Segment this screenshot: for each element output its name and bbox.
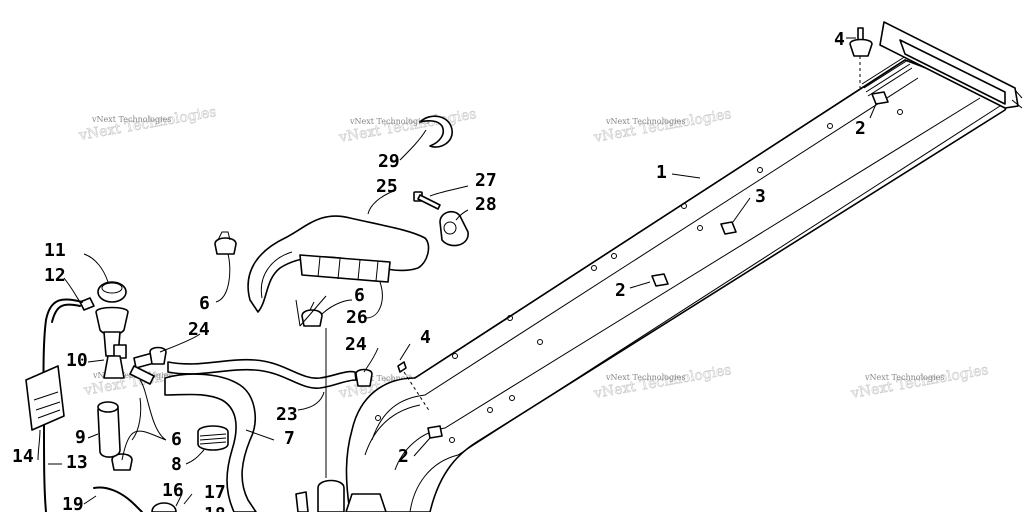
clamp-29 bbox=[419, 115, 453, 148]
clip-2-middle bbox=[651, 273, 669, 287]
callout-17: 17 bbox=[204, 482, 226, 503]
hose-26-leader bbox=[295, 295, 327, 327]
callout-8: 8 bbox=[171, 454, 182, 475]
hose-7 bbox=[164, 373, 257, 512]
lower-fittings bbox=[295, 479, 387, 512]
watermark-outline-1: vNext Technologies bbox=[77, 104, 218, 144]
watermark-outline-2: vNext Technologies bbox=[337, 106, 478, 146]
watermark-text-3: vNext Technologies bbox=[605, 117, 685, 126]
callout-10: 10 bbox=[66, 350, 88, 371]
clip-2-lower bbox=[427, 425, 443, 439]
hose-clamp-6-top bbox=[214, 231, 237, 255]
pipe-23 bbox=[167, 358, 357, 389]
callout-14: 14 bbox=[12, 446, 34, 467]
watermark-text-8: vNext Technologies bbox=[864, 373, 944, 382]
callout-23: 23 bbox=[276, 404, 298, 425]
callout-7: 7 bbox=[284, 428, 295, 449]
callout-25: 25 bbox=[376, 176, 398, 197]
callout-3: 3 bbox=[755, 186, 766, 207]
screw-4-upper bbox=[849, 27, 873, 88]
fitting-16 bbox=[151, 502, 177, 512]
watermark-text-7: vNext Technologies bbox=[605, 373, 685, 382]
watermark-text-6: vNext Technologies bbox=[349, 374, 429, 383]
callout-4-upper: 4 bbox=[834, 29, 845, 50]
callout-6-mid: 6 bbox=[354, 285, 365, 306]
leader-lines bbox=[37, 37, 877, 507]
watermark-1: vNext Technologies vNext Technologies bbox=[77, 104, 218, 145]
callout-6-low: 6 bbox=[171, 429, 182, 450]
p-clamp-28 bbox=[439, 210, 469, 247]
callout-13: 13 bbox=[66, 452, 88, 473]
callout-24-left: 24 bbox=[188, 319, 210, 340]
clip-3 bbox=[720, 221, 737, 235]
fitting-12 bbox=[79, 297, 95, 311]
rivet-holes bbox=[375, 109, 903, 443]
spring-clamp-8 bbox=[197, 425, 229, 451]
bolt-27 bbox=[413, 191, 441, 210]
callout-12: 12 bbox=[44, 265, 66, 286]
cap-11 bbox=[97, 281, 127, 303]
hose-19 bbox=[93, 486, 143, 512]
watermark-outline-8: vNext Technologies bbox=[849, 362, 990, 402]
callout-16: 16 bbox=[162, 480, 184, 501]
clamp-24-right bbox=[355, 368, 373, 387]
watermark-outline-3: vNext Technologies bbox=[592, 106, 733, 146]
hose-9 bbox=[97, 401, 121, 458]
screw-4-lower bbox=[397, 361, 431, 413]
callout-9: 9 bbox=[75, 427, 86, 448]
hose-25 bbox=[247, 215, 430, 313]
callout-6-top: 6 bbox=[199, 293, 210, 314]
watermark-text-1: vNext Technologies bbox=[91, 115, 171, 124]
heat-exchanger bbox=[345, 21, 1023, 512]
watermark-3: vNext Technologies vNext Technologies bbox=[592, 106, 733, 147]
callout-2-middle: 2 bbox=[615, 280, 626, 301]
callout-2-upper: 2 bbox=[855, 118, 866, 139]
callout-2-lower: 2 bbox=[398, 446, 409, 467]
watermark-outline-7: vNext Technologies bbox=[592, 362, 733, 402]
callout-24-right: 24 bbox=[345, 334, 367, 355]
decal-14 bbox=[25, 365, 65, 431]
watermark-7: vNext Technologies vNext Technologies bbox=[592, 362, 733, 403]
hose-clamp-6-mid bbox=[301, 301, 323, 327]
callout-1: 1 bbox=[656, 162, 667, 183]
callout-18: 18 bbox=[204, 504, 226, 512]
callout-27: 27 bbox=[475, 170, 497, 191]
callout-4-lower: 4 bbox=[420, 327, 431, 348]
callout-19: 19 bbox=[62, 494, 84, 512]
callout-28: 28 bbox=[475, 194, 497, 215]
callout-29: 29 bbox=[378, 151, 400, 172]
callout-26: 26 bbox=[346, 307, 368, 328]
watermark-2: vNext Technologies vNext Technologies bbox=[337, 106, 478, 147]
clamp-24-left bbox=[149, 346, 167, 365]
watermark-8: vNext Technologies vNext Technologies bbox=[849, 362, 990, 403]
callouts: 1 2 2 2 3 4 4 6 6 6 7 8 9 10 11 12 13 14… bbox=[12, 29, 866, 512]
clip-2-upper bbox=[871, 91, 889, 105]
watermark-text-2: vNext Technologies bbox=[349, 117, 429, 126]
callout-11: 11 bbox=[44, 240, 66, 261]
